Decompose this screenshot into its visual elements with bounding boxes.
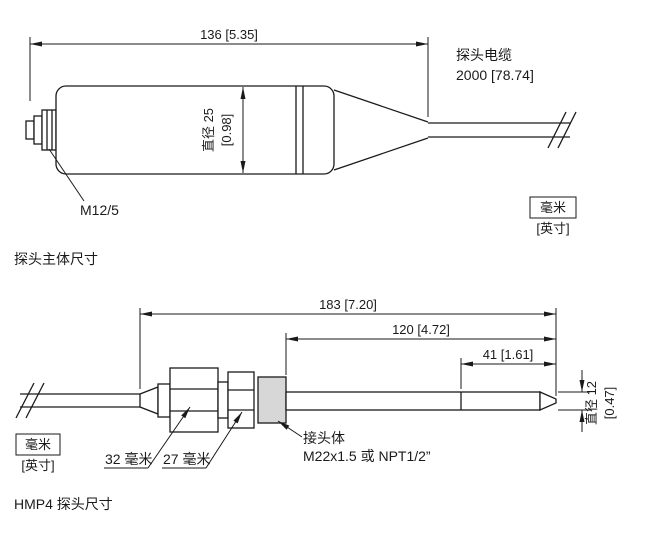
wrench-32-label: 32 毫米 (105, 451, 152, 467)
dim-diameter-25: 直径 25 [0.98] (201, 87, 246, 173)
wrench-27-label-group: 27 毫米 (162, 411, 243, 469)
probe-body-caption: 探头主体尺寸 (14, 251, 98, 267)
units-legend-top: 毫米 [英寸] (529, 196, 577, 236)
dim-136: 136 [5.35] (29, 27, 429, 117)
top-diagram: 136 [5.35] 直径 25 [0.98] (14, 27, 577, 267)
bottom-diagram: 183 [7.20] 120 [4.72] 41 [1.61] (14, 297, 617, 512)
dim-diameter-12: 直径 12 [0.47] (558, 370, 617, 432)
cable-break-mark (557, 111, 577, 149)
probe-cable (428, 111, 577, 149)
cable-length-label: 2000 [78.74] (456, 67, 534, 83)
gland-cone (139, 386, 159, 415)
wrench-32-label-group: 32 毫米 (104, 406, 191, 469)
connector-step (33, 115, 43, 145)
leader-line (277, 420, 303, 438)
diameter-25-label: 直径 25 (201, 108, 216, 152)
units-inch-label-bottom: [英寸] (21, 458, 54, 473)
hex-nut-27 (227, 371, 255, 429)
units-mm-label-top: 毫米 (540, 200, 566, 215)
units-inch-label-top: [英寸] (536, 221, 569, 236)
strain-relief-cone (333, 89, 429, 171)
diameter-12-inch-label: [0.47] (602, 387, 617, 420)
leader-line (48, 148, 85, 202)
connector-label-group: M12/5 (48, 148, 119, 218)
units-box (529, 196, 577, 219)
dim-41: 41 [1.61] (460, 347, 556, 389)
fitting-body-label: 接头体 (303, 430, 345, 446)
fitting-thread-label: M22x1.5 或 NPT1/2” (303, 448, 431, 464)
connector-body (41, 109, 57, 151)
hmp4-caption: HMP4 探头尺寸 (14, 496, 113, 512)
cable-break-mark (547, 111, 567, 149)
diameter-12-label: 直径 12 (584, 381, 599, 425)
fitting-label-group: 接头体 M22x1.5 或 NPT1/2” (277, 420, 431, 464)
probe-tube (285, 391, 557, 411)
connector-tip (25, 120, 35, 140)
units-mm-label-bottom: 毫米 (25, 437, 51, 452)
dim-136-label: 136 [5.35] (200, 27, 258, 42)
cable-type-label: 探头电缆 (456, 47, 512, 63)
units-legend-bottom: 毫米 [英寸] (15, 433, 61, 473)
cable-label-group: 探头电缆 2000 [78.74] (456, 47, 534, 83)
wrench-27-label: 27 毫米 (163, 451, 210, 467)
dim-120-label: 120 [4.72] (392, 322, 450, 337)
hex-nut-27-outline (227, 371, 255, 429)
connector-m12-label: M12/5 (80, 202, 119, 218)
units-box (15, 433, 61, 456)
probe-connector-m12 (25, 109, 57, 151)
probe-cable-left (15, 382, 140, 419)
dim-183-label: 183 [7.20] (319, 297, 377, 312)
probe-tip (539, 391, 557, 411)
probe-body (55, 85, 429, 175)
tube-outline (285, 391, 541, 411)
hex-nut-32 (169, 367, 219, 433)
hex-nut-32-outline (169, 367, 219, 433)
cable-break-mark (25, 382, 45, 419)
dim-120: 120 [4.72] (285, 322, 556, 375)
spacer (217, 381, 229, 419)
dim-41-label: 41 [1.61] (483, 347, 534, 362)
cable-gland (139, 383, 171, 418)
dim-183: 183 [7.20] (139, 297, 557, 396)
cable-break-mark (15, 382, 35, 419)
fitting-body (257, 376, 287, 424)
diameter-25-inch-label: [0.98] (219, 114, 234, 147)
leader-line (147, 406, 191, 469)
leader-line (205, 411, 243, 469)
gland-collar (157, 383, 171, 418)
probe-body-outline (55, 85, 335, 175)
